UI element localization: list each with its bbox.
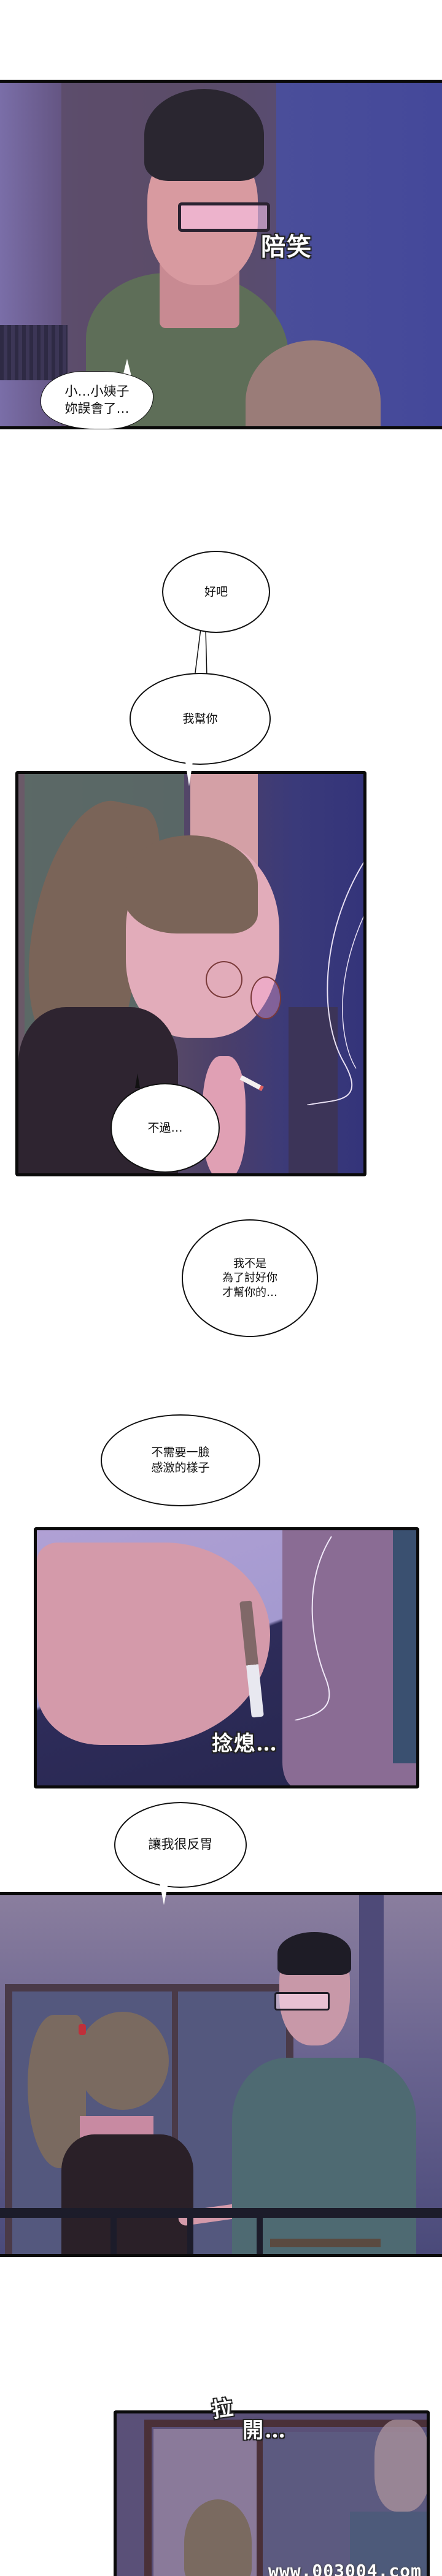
man-shirt <box>232 2058 416 2254</box>
bubble-tail <box>123 359 131 376</box>
man-glasses <box>274 1992 330 2011</box>
speech-bubble-3: 我幫你 <box>130 673 271 765</box>
watermark: www.003004.com <box>268 2561 422 2576</box>
bubble-connector <box>194 629 207 678</box>
man-belt <box>270 2239 381 2247</box>
man-hair <box>144 89 264 181</box>
speech-bubble-6: 不需要一臉 感激的樣子 <box>101 1414 260 1506</box>
speech-bubble-2: 好吧 <box>162 551 270 633</box>
girl-head <box>184 2499 252 2576</box>
panel-5: www.003004.com <box>114 2410 430 2576</box>
panel-2 <box>15 771 366 1176</box>
speech-bubble-5: 我不是 為了討好你 才幫你的… <box>182 1219 318 1337</box>
sfx-stub-out: 捻熄… <box>212 1731 278 1756</box>
balcony-railing <box>0 2208 442 2218</box>
balcony-rail <box>0 325 68 380</box>
speech-bubble-1: 小…小姨子 妳誤會了… <box>41 371 153 429</box>
panel-3: 捻熄… <box>34 1527 419 1788</box>
smoke-trail <box>307 862 363 1105</box>
sfx-open: 開… <box>242 2418 287 2443</box>
bubble-tail <box>135 1073 140 1088</box>
speech-bubble-4: 不過… <box>110 1083 220 1173</box>
girl-hairtie <box>79 2024 86 2035</box>
speech-bubble-7: 讓我很反胃 <box>114 1802 247 1888</box>
railing-post <box>187 2214 193 2254</box>
bubble-tail <box>160 1883 168 1905</box>
man-glasses <box>178 202 270 232</box>
man-face <box>374 2420 427 2512</box>
railing-post <box>110 2214 117 2254</box>
panel-4 <box>0 1892 442 2257</box>
man-shirt <box>350 2512 427 2576</box>
window-divider <box>172 1990 178 2236</box>
man-hair <box>277 1932 351 1975</box>
girl-glasses-right <box>250 976 281 1019</box>
railing-post <box>257 2214 263 2254</box>
building <box>289 1007 338 1173</box>
girl-head <box>77 2012 169 2110</box>
smoke-trail <box>295 1536 332 1720</box>
sfx-smile: 陪笑 <box>261 232 312 261</box>
girl-glasses-left <box>206 961 242 998</box>
door-divider <box>257 2429 263 2576</box>
girl-top <box>61 2134 193 2254</box>
sfx-pull: 拉 <box>210 2395 236 2423</box>
hand <box>37 1543 270 1745</box>
door-frame <box>144 2420 427 2576</box>
jeans <box>393 1530 416 1763</box>
bubble-tail <box>185 762 193 786</box>
panel-1: 陪笑 <box>0 80 442 429</box>
bubble-tail <box>132 1500 145 1520</box>
girl-hair <box>123 835 258 933</box>
